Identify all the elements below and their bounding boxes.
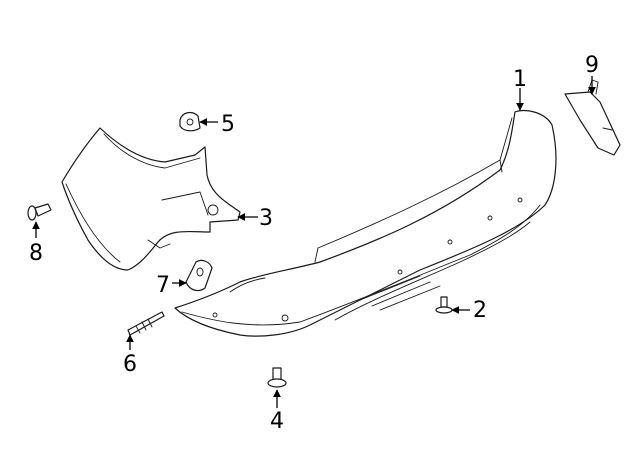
callout-3: 3 bbox=[259, 206, 273, 231]
callout-1: 1 bbox=[513, 67, 527, 92]
callout-leaders bbox=[32, 76, 596, 408]
bolt bbox=[127, 311, 165, 336]
callout-8: 8 bbox=[29, 241, 43, 266]
callout-5: 5 bbox=[221, 112, 235, 137]
push-pin-retainer-4 bbox=[267, 367, 287, 388]
callout-2: 2 bbox=[473, 298, 487, 323]
side-bracket bbox=[61, 127, 241, 271]
push-pin-retainer-2 bbox=[435, 296, 453, 314]
callout-6: 6 bbox=[123, 352, 137, 377]
callout-7: 7 bbox=[156, 273, 170, 298]
retainer-clip bbox=[179, 111, 201, 132]
callout-9: 9 bbox=[585, 53, 599, 78]
bumper-cover bbox=[174, 109, 557, 337]
push-pin-retainer-8 bbox=[27, 203, 52, 221]
reflector-bracket bbox=[185, 259, 213, 292]
callout-4: 4 bbox=[270, 409, 284, 434]
callout-labels: 1 2 3 4 5 6 7 8 9 bbox=[29, 53, 599, 434]
